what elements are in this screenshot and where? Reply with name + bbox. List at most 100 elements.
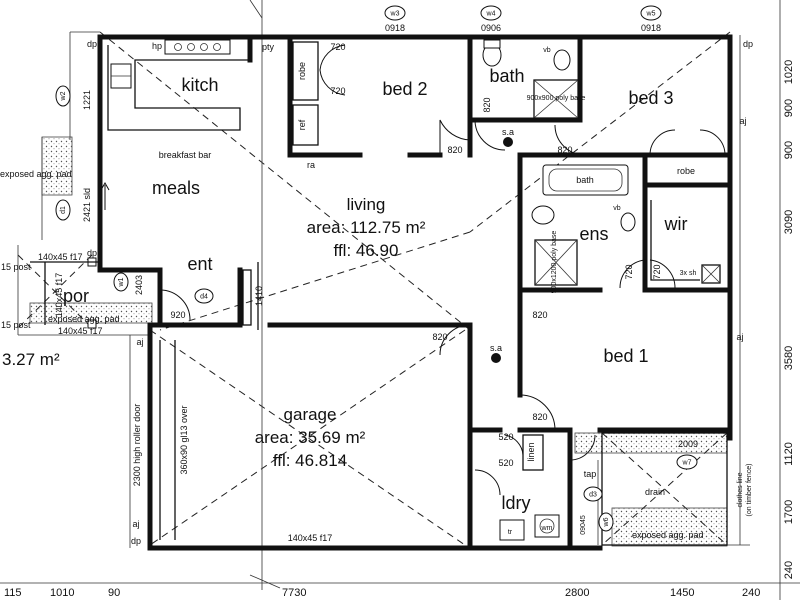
room-label-bed3: bed 3: [628, 88, 673, 108]
room-label-kitchen: kitch: [181, 75, 218, 95]
notes: exposed agg. pad exposed agg. pad expose…: [0, 169, 753, 543]
downpipe-label: dp: [87, 39, 97, 49]
door-width: 720: [652, 264, 662, 279]
window-tag-w1: [113, 272, 129, 292]
room-labels: kitch meals bed 2 bath bed 3 living area…: [2, 66, 688, 513]
exposed-pad-note: exposed agg. pad: [632, 530, 704, 540]
exposed-pad-note: exposed agg. pad: [48, 314, 120, 324]
diag-line: [149, 329, 466, 546]
room-label-wir: wir: [664, 214, 688, 234]
room-label-porch: por: [63, 286, 89, 306]
window-size: 2421 sld: [82, 188, 92, 222]
outer-wall-top-right: [97, 34, 733, 441]
linen-label: linen: [526, 442, 536, 461]
beam-note: 140x45 f17: [58, 326, 103, 336]
dim-right: 1020: [783, 60, 795, 84]
washing-machine-drum: [539, 518, 555, 534]
toilet-cistern: [483, 39, 501, 49]
door-arc: [504, 434, 524, 456]
post-note: 15 post: [1, 262, 31, 272]
cooktop-burner: [213, 43, 221, 51]
diag-line: [149, 329, 466, 546]
kitchen-bench: [107, 45, 250, 131]
dim-right: 900: [783, 99, 795, 117]
door-arc: [474, 119, 506, 151]
pantry-label: pty: [262, 42, 275, 52]
dim-bottom: 7730: [282, 587, 306, 599]
window-tag-label: w3: [390, 11, 400, 18]
shower-base-label: 900x900 poly base: [527, 95, 586, 102]
room-label-bed1: bed 1: [603, 346, 648, 366]
room-label-garage: garage: [284, 405, 337, 424]
washing-machine-label: wm: [541, 525, 553, 532]
door-arc: [319, 69, 346, 96]
laundry-tub: [499, 519, 525, 541]
dim-right: 1120: [783, 442, 795, 466]
door-arc: [439, 324, 471, 356]
hp-label: hp: [152, 41, 162, 51]
ens-shower: [534, 239, 578, 286]
dim-right: 900: [783, 141, 795, 159]
door-width: 520: [498, 432, 513, 442]
doors: [100, 44, 726, 496]
beam-note: 140x45 f17: [54, 273, 64, 318]
door-width: 720: [624, 264, 634, 279]
robe-label: robe: [297, 62, 307, 80]
room-label-bed2: bed 2: [382, 79, 427, 99]
cooktop-burner: [174, 43, 182, 51]
downpipe-label: dp: [131, 536, 141, 546]
roller-door-note: 2300 high roller door: [132, 404, 142, 487]
dim-right: 1700: [783, 500, 795, 524]
bath-wall: [467, 34, 583, 123]
bed2-robe: [292, 41, 319, 101]
room-label-entry: ent: [187, 254, 212, 274]
shower-cross: [533, 79, 579, 119]
cooktop-burner: [200, 43, 208, 51]
bath-shower: [533, 79, 579, 119]
room-label-bath: bath: [489, 66, 524, 86]
drying-pad-hatch-bottom: [611, 507, 728, 547]
ens-bathtub: [542, 164, 629, 196]
smoke-alarm-icon: [503, 137, 513, 147]
door-arc: [554, 124, 586, 156]
smoke-alarm-icon: [491, 353, 501, 363]
diag-line: [601, 432, 728, 546]
articulated-joint-label: aj: [136, 337, 143, 347]
ens-bathtub-inner: [548, 168, 623, 192]
door-arc: [649, 129, 676, 156]
area-diagonals: [17, 31, 731, 546]
dim-bottom: 2800: [565, 587, 589, 599]
window-size: 0918: [385, 23, 405, 33]
window-tag-d1: [55, 199, 71, 221]
window-size: 2403: [134, 275, 144, 295]
garage-ffl: ffl: 46.814: [273, 451, 347, 470]
vanity-label: vb: [543, 47, 551, 54]
dimensions-right: 900 1020 900 3090 3580 1120 1700 240: [779, 0, 795, 600]
ens-toilet: [531, 205, 555, 225]
dim-right: 240: [783, 561, 795, 579]
lintel-note: 360x90 gl13 over: [179, 405, 189, 474]
window-tag-label: w1: [118, 277, 125, 287]
dim-right: 3580: [783, 346, 795, 370]
room-label-meals: meals: [152, 178, 200, 198]
window-tag-label: d4: [200, 294, 208, 301]
window-tags: w3 0918 w4 0906 w5 0918 w2 1221 d1 2421 …: [55, 5, 698, 535]
post-note: 15 post: [1, 320, 31, 330]
shelf-label: 3x sh: [680, 270, 697, 277]
living-ffl: ffl: 46.90: [334, 241, 399, 260]
diag-line: [159, 231, 471, 331]
walls: [97, 34, 733, 551]
exposed-pad-note: exposed agg. pad: [0, 169, 72, 179]
living-area: area: 112.75 m²: [307, 218, 426, 237]
fridge: [292, 104, 319, 146]
post-bottom: [87, 319, 97, 329]
room-label-ensuite: ens: [579, 224, 608, 244]
ldry-wall: [517, 427, 573, 551]
boundary-lines: [17, 0, 750, 590]
window-tag-w3: [384, 5, 406, 21]
interior-details: [30, 39, 728, 546]
cooktop: [164, 39, 231, 55]
fridge-label: ref: [297, 119, 307, 130]
sliding-door-arrow: [100, 181, 110, 191]
dim-bottom: 1450: [670, 587, 694, 599]
